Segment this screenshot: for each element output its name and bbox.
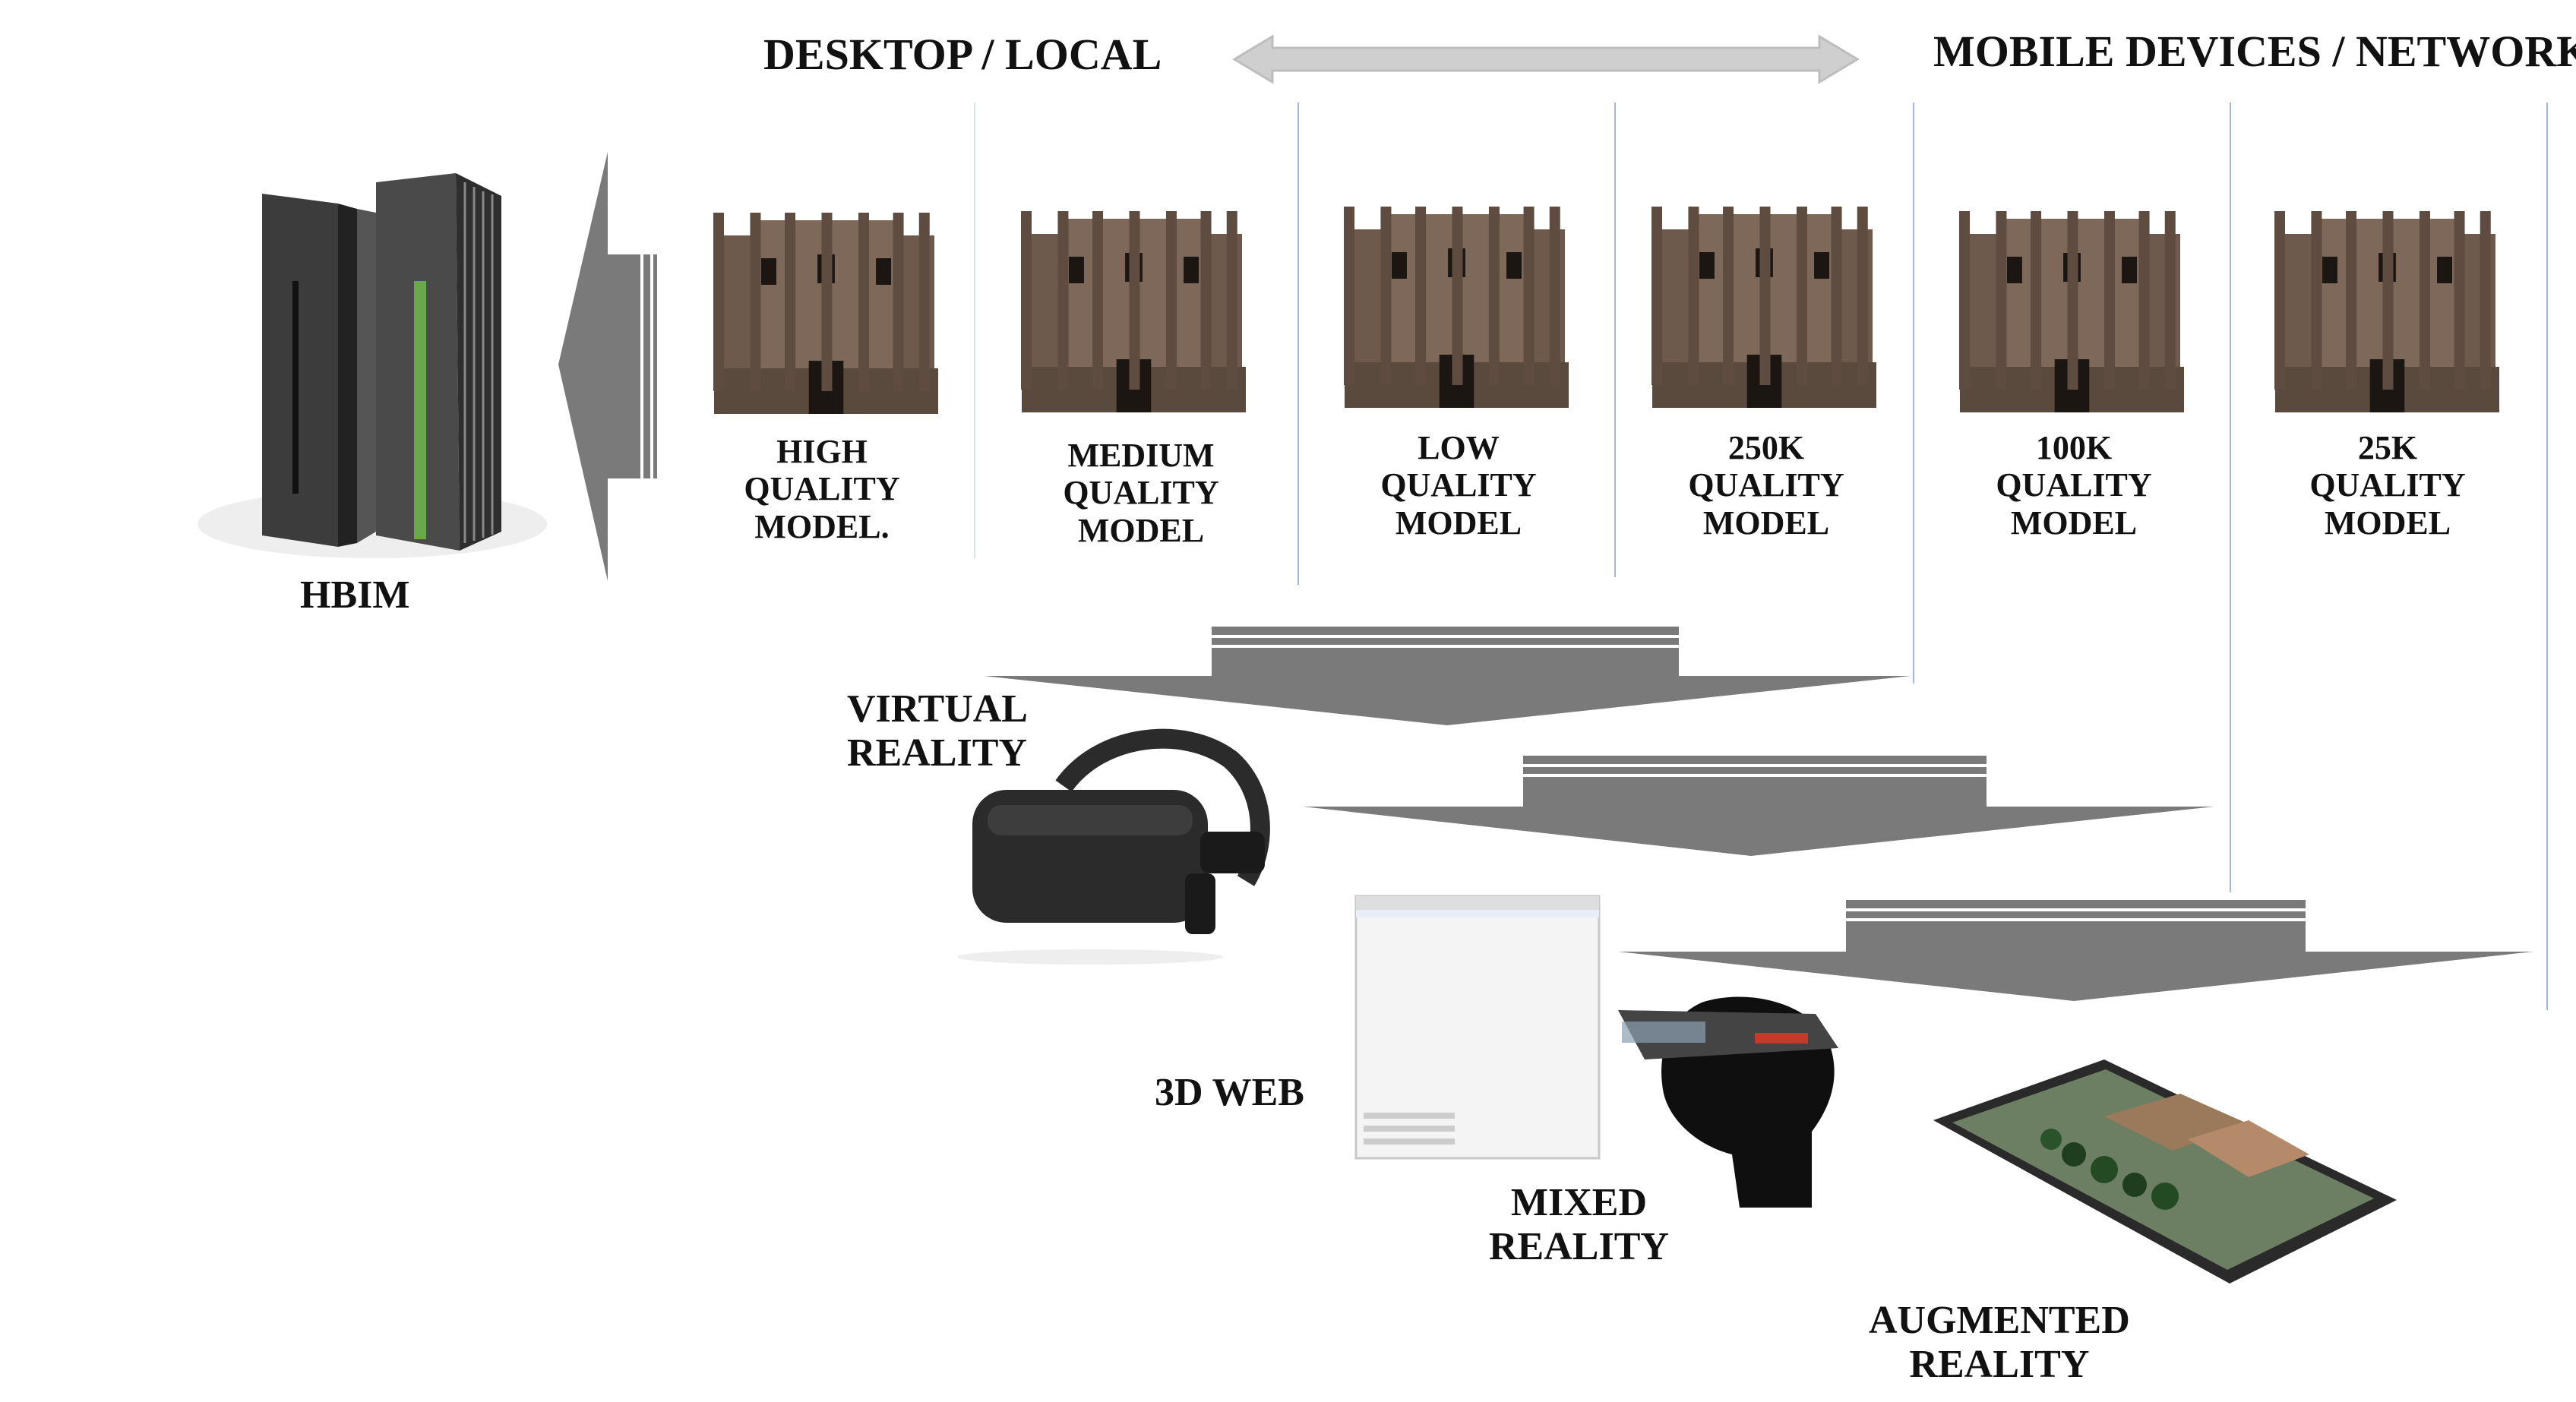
- web-label: 3D WEB: [1155, 1071, 1304, 1114]
- server-icon: [198, 173, 547, 558]
- hbim-label: HBIM: [300, 573, 410, 617]
- building-model-icon: [2274, 211, 2499, 412]
- column-divider: [2230, 103, 2231, 892]
- column-divider: [1614, 103, 1616, 577]
- building-model-icon: [1021, 211, 1246, 412]
- arrow-to-web-mr: [1303, 756, 2214, 856]
- building-model-icon: [1651, 207, 1876, 408]
- arrow-to-vr: [984, 627, 1911, 725]
- column-divider: [1297, 103, 1299, 585]
- building-model-icon: [1344, 207, 1569, 408]
- building-model-icon: [1959, 211, 2184, 412]
- column-divider: [2546, 103, 2548, 1010]
- column-divider: [1913, 103, 1914, 684]
- mobile-network-heading: MOBILE DEVICES / NETWORK: [1933, 27, 2576, 76]
- arrow-to-hbim: [558, 152, 657, 581]
- arrow-to-ar: [1618, 900, 2533, 1001]
- double-arrow: [1232, 34, 1860, 84]
- desktop-local-heading: DESKTOP / LOCAL: [763, 30, 1162, 79]
- building-model-icon: [713, 213, 938, 414]
- column-divider: [974, 103, 975, 558]
